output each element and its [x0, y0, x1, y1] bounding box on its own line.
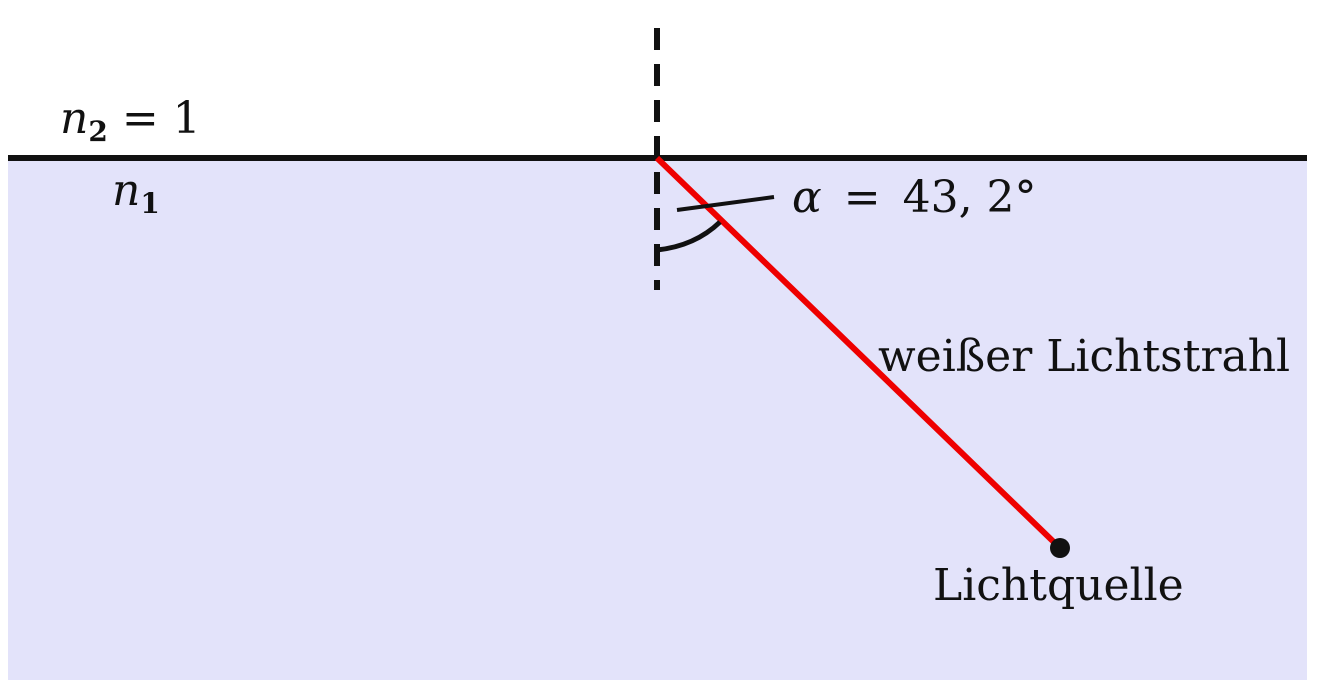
- light-source-dot: [1050, 538, 1070, 558]
- light-ray: [654, 155, 1063, 551]
- angle-label: α=43, 2°: [792, 172, 1037, 223]
- angle-arc: [656, 220, 722, 253]
- medium-top-label: n2= 1: [60, 93, 201, 148]
- source-label: Lichtquelle: [933, 560, 1184, 611]
- medium-bottom-label: n1: [112, 165, 160, 220]
- angle-pointer-line: [676, 195, 775, 212]
- ray-label: weißer Lichtstrahl: [878, 331, 1290, 382]
